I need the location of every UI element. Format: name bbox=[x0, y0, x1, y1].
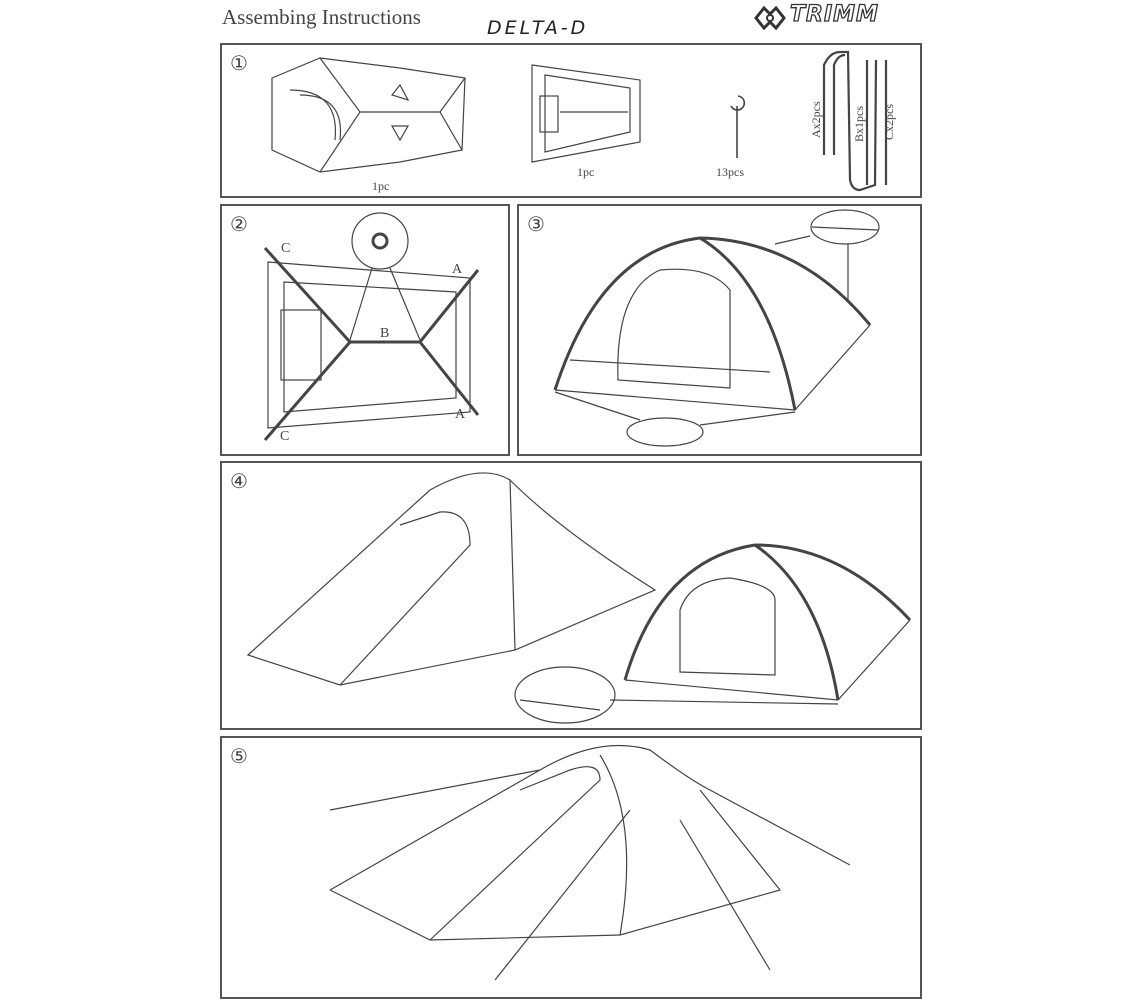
pole-c-bottom: C bbox=[280, 429, 289, 444]
step-2-number: ② bbox=[230, 214, 248, 236]
step-3-panel bbox=[517, 204, 922, 456]
step-5-panel bbox=[220, 736, 922, 999]
step-3-number: ③ bbox=[527, 214, 545, 236]
pole-c-label: Cx2pcs bbox=[882, 104, 896, 140]
peg-illustration bbox=[730, 95, 746, 158]
pole-a-label: Ax2pcs bbox=[809, 101, 823, 138]
pole-a-top: A bbox=[452, 262, 463, 277]
inner-tent-illustration bbox=[531, 64, 641, 163]
poles-illustration bbox=[822, 50, 888, 192]
pole-b: B bbox=[380, 326, 389, 341]
pole-a-bottom: A bbox=[455, 407, 466, 422]
step-2-illustration bbox=[263, 212, 480, 441]
model-name: DELTA-D bbox=[487, 17, 589, 39]
step-1-number: ① bbox=[230, 53, 248, 75]
step-4-panel bbox=[220, 461, 922, 730]
step-4-illustration bbox=[246, 472, 912, 724]
pole-c-top: C bbox=[281, 241, 290, 256]
step-4-number: ④ bbox=[230, 471, 248, 493]
peg-qty: 13pcs bbox=[716, 165, 744, 179]
step-1-panel bbox=[220, 43, 922, 198]
step-5-illustration bbox=[329, 744, 851, 981]
brand-logo-icon bbox=[754, 5, 786, 31]
brand-logo-text: TRIMM bbox=[789, 1, 879, 27]
pole-b-label: Bx1pcs bbox=[852, 106, 866, 142]
step-5-number: ⑤ bbox=[230, 746, 248, 768]
flysheet-qty: 1pc bbox=[372, 179, 389, 193]
step-3-illustration bbox=[553, 209, 880, 447]
document-title: Assembing Instructions bbox=[222, 5, 421, 29]
flysheet-illustration bbox=[271, 57, 466, 173]
inner-tent-qty: 1pc bbox=[577, 165, 594, 179]
